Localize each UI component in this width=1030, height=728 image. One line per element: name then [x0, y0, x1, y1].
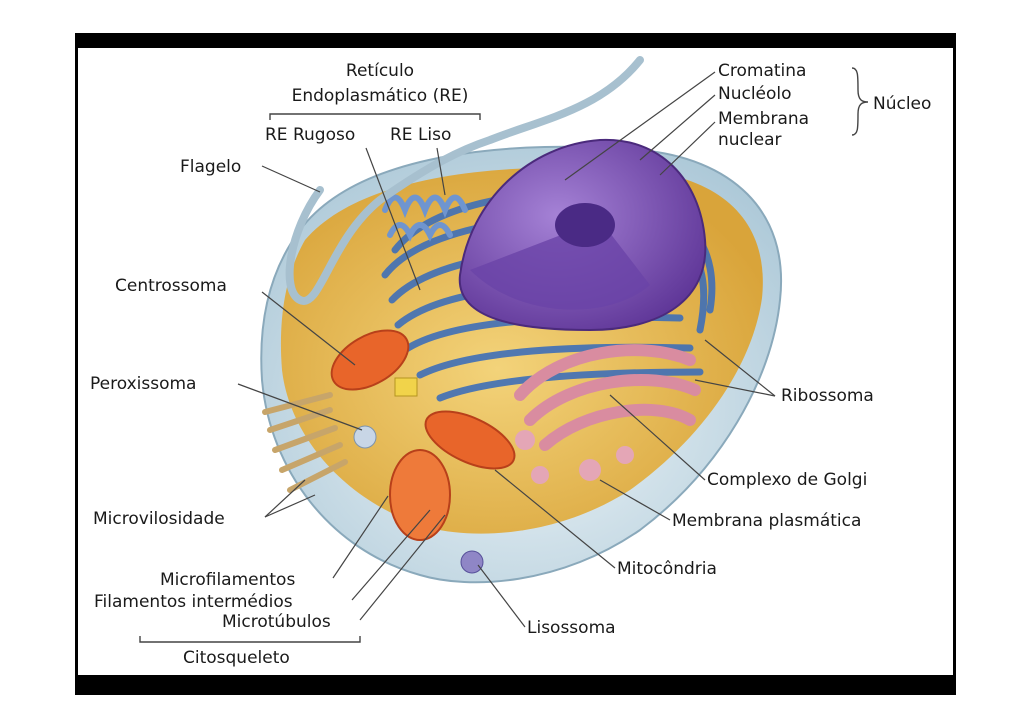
- label-re-rugoso: RE Rugoso: [265, 125, 356, 145]
- label-nuclear: nuclear: [718, 130, 782, 150]
- label-flagelo: Flagelo: [180, 157, 242, 177]
- label-nucleo: Núcleo: [873, 94, 932, 114]
- label-complexo-golgi: Complexo de Golgi: [707, 470, 868, 490]
- mitochondria: [330, 329, 516, 541]
- nucleus-cut-face: [470, 220, 650, 310]
- golgi-vesicles: [515, 430, 634, 484]
- label-endoplasmatico: Endoplasmático (RE): [291, 86, 469, 106]
- pointer-lines: [237, 71, 776, 628]
- label-filamentos-intermedios: Filamentos intermédios: [94, 592, 293, 612]
- label-lisossoma: Lisossoma: [527, 618, 616, 638]
- smooth-er: [382, 194, 468, 242]
- lysosome: [460, 550, 484, 574]
- label-citosqueleto: Citosqueleto: [183, 648, 290, 668]
- label-mitocondria: Mitocôndria: [617, 559, 717, 579]
- brackets: [139, 67, 869, 643]
- golgi-apparatus: [514, 344, 701, 451]
- label-microvilosidade: Microvilosidade: [93, 509, 225, 529]
- label-ribossoma: Ribossoma: [781, 386, 874, 406]
- label-nucleolo: Nucléolo: [718, 84, 792, 104]
- label-peroxissoma: Peroxissoma: [90, 374, 197, 394]
- label-centrossoma: Centrossoma: [115, 276, 227, 296]
- label-microfilamentos: Microfilamentos: [160, 570, 296, 590]
- label-re-liso: RE Liso: [390, 125, 452, 145]
- flagellum: [285, 56, 644, 305]
- centrosome: [394, 377, 418, 397]
- nucleolus: [555, 203, 615, 247]
- label-membrana: Membrana: [718, 109, 810, 129]
- label-cromatina: Cromatina: [718, 61, 807, 81]
- label-membrana-plasmatica: Membrana plasmática: [672, 511, 862, 531]
- label-microtubulos: Microtúbulos: [222, 612, 331, 632]
- peroxisome: [353, 425, 377, 449]
- label-reticulo: Retículo: [345, 61, 415, 81]
